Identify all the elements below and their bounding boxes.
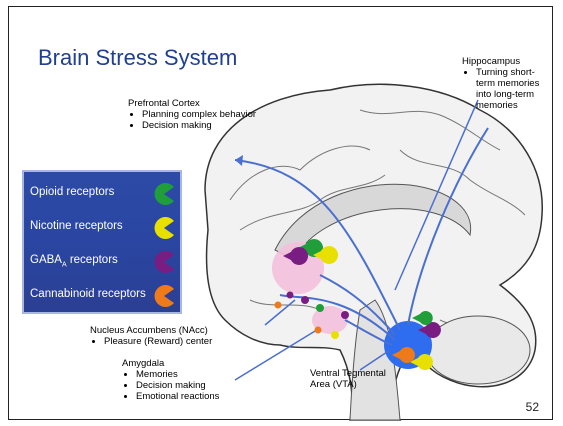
pacman-icon [152, 284, 176, 308]
legend-label: Cannabinoid receptors [30, 288, 146, 300]
legend-label: Nicotine receptors [30, 220, 123, 232]
legend-label: Opioid receptors [30, 186, 114, 198]
hippocampus-bullet: Turning short-term memories into long-te… [476, 67, 552, 111]
label-vta: Ventral Tegmental Area (VTA) [310, 368, 405, 390]
prefrontal-bullet: Planning complex behavior [142, 109, 258, 120]
legend-item-gaba: GABAA receptors [28, 246, 180, 278]
pacman-icon [152, 250, 176, 274]
receptor-legend: Opioid receptors Nicotine receptors GABA… [22, 170, 182, 314]
nacc-name: Nucleus Accumbens (NAcc) [90, 325, 260, 336]
cerebellum [426, 316, 530, 384]
legend-item-opioid: Opioid receptors [28, 178, 180, 210]
amygdala-name: Amygdala [122, 358, 242, 369]
label-nacc: Nucleus Accumbens (NAcc) Pleasure (Rewar… [90, 325, 260, 347]
prefrontal-name: Prefrontal Cortex [128, 98, 258, 109]
slide-title: Brain Stress System [38, 45, 237, 71]
label-prefrontal: Prefrontal Cortex Planning complex behav… [128, 98, 258, 131]
pacman-icon [152, 182, 176, 206]
prefrontal-bullet: Decision making [142, 120, 258, 131]
amygdala-bullet: Decision making [136, 380, 242, 391]
amygdala-bullet: Memories [136, 369, 242, 380]
vta-name: Ventral Tegmental Area (VTA) [310, 368, 405, 390]
page-number: 52 [526, 400, 539, 414]
nacc-bullet: Pleasure (Reward) center [104, 336, 260, 347]
legend-item-cannabinoid: Cannabinoid receptors [28, 280, 180, 312]
amygdala-bullet: Emotional reactions [136, 391, 242, 402]
label-hippocampus: Hippocampus Turning short-term memories … [462, 56, 552, 111]
hippocampus-name: Hippocampus [462, 56, 552, 67]
label-amygdala: Amygdala Memories Decision making Emotio… [122, 358, 242, 402]
legend-item-nicotine: Nicotine receptors [28, 212, 180, 244]
pacman-icon [152, 216, 176, 240]
legend-label: GABAA receptors [30, 254, 118, 268]
